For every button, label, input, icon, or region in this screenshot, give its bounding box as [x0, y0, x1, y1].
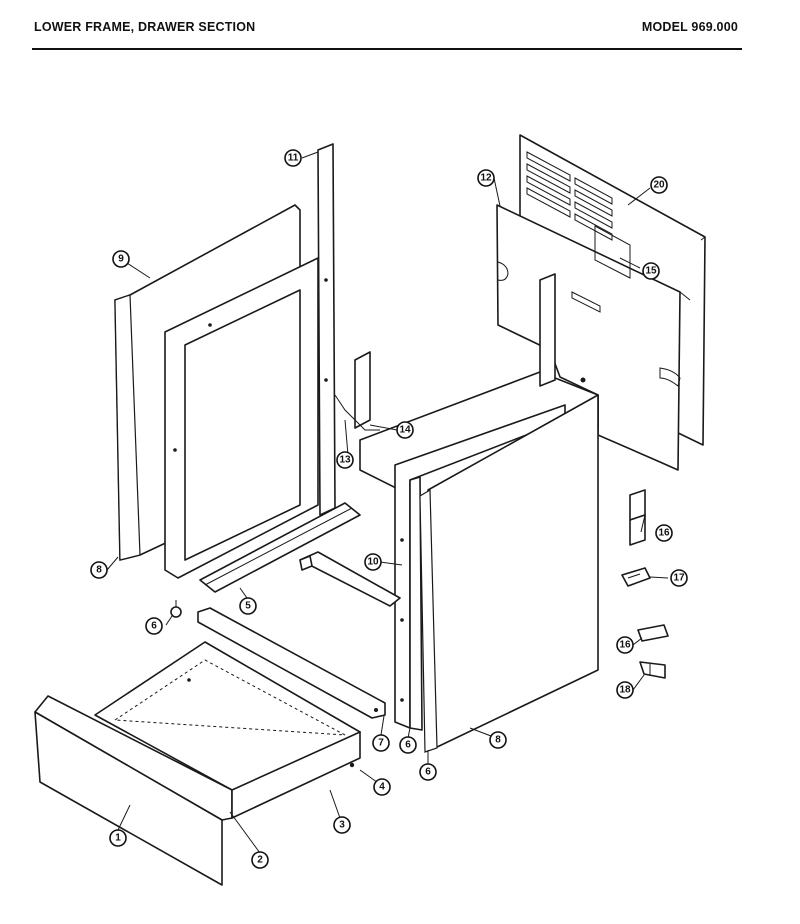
part-left-frame — [164, 143, 336, 579]
callout-4: 4 — [373, 778, 391, 796]
svg-text:6: 6 — [151, 621, 157, 632]
part-bracket-18 — [639, 661, 666, 679]
callout-14: 14 — [396, 421, 414, 439]
svg-text:5: 5 — [245, 601, 251, 612]
svg-text:16: 16 — [658, 528, 670, 539]
svg-text:4: 4 — [379, 782, 385, 793]
page-title: LOWER FRAME, DRAWER SECTION — [34, 20, 256, 34]
svg-text:7: 7 — [378, 738, 384, 749]
svg-text:11: 11 — [288, 153, 299, 164]
callout-8a: 8 — [90, 561, 108, 579]
part-clip-16b — [637, 624, 669, 642]
svg-text:12: 12 — [480, 173, 492, 184]
svg-text:14: 14 — [399, 425, 411, 436]
callout-7: 7 — [372, 734, 390, 752]
svg-text:15: 15 — [645, 266, 657, 277]
callout-16b: 16 — [616, 636, 634, 654]
callout-3: 3 — [333, 816, 351, 834]
callout-17: 17 — [670, 569, 688, 587]
callout-2: 2 — [251, 851, 269, 869]
svg-text:9: 9 — [118, 254, 124, 265]
part-cross-rail — [299, 551, 401, 607]
svg-text:18: 18 — [619, 685, 631, 696]
svg-text:2: 2 — [257, 855, 263, 866]
page-header: LOWER FRAME, DRAWER SECTION MODEL 969.00… — [32, 16, 742, 50]
part-right-frame — [394, 404, 566, 731]
callout-6a: 6 — [145, 617, 163, 635]
part-right-side-panel — [400, 394, 599, 753]
callout-18: 18 — [616, 681, 634, 699]
part-clip-17 — [621, 567, 651, 587]
leader-lines — [106, 151, 669, 854]
callout-11: 11 — [284, 149, 302, 167]
svg-text:20: 20 — [653, 180, 665, 191]
model-number: MODEL 969.000 — [641, 20, 738, 34]
callout-9: 9 — [112, 250, 130, 268]
svg-text:8: 8 — [495, 735, 501, 746]
callout-8b: 8 — [489, 731, 507, 749]
svg-text:13: 13 — [339, 455, 351, 466]
callout-1: 1 — [109, 829, 127, 847]
svg-text:17: 17 — [673, 573, 685, 584]
callout-20: 20 — [650, 176, 668, 194]
svg-text:1: 1 — [115, 833, 121, 844]
svg-text:6: 6 — [425, 767, 431, 778]
callout-15: 15 — [642, 262, 660, 280]
part-front-rail — [197, 607, 386, 719]
callout-16a: 16 — [655, 524, 673, 542]
part-clip-16a — [629, 489, 646, 546]
callout-10: 10 — [364, 553, 382, 571]
callout-6b: 6 — [399, 736, 417, 754]
svg-text:8: 8 — [96, 565, 102, 576]
callout-12: 12 — [477, 169, 495, 187]
callout-13: 13 — [336, 451, 354, 469]
svg-text:16: 16 — [619, 640, 631, 651]
part-drawer-rail — [199, 502, 361, 593]
callout-5: 5 — [239, 597, 257, 615]
svg-text:3: 3 — [339, 820, 345, 831]
callout-6c: 6 — [419, 763, 437, 781]
svg-text:10: 10 — [367, 557, 379, 568]
part-nut-6 — [170, 600, 182, 618]
svg-text:6: 6 — [405, 740, 411, 751]
part-drawer — [34, 641, 361, 886]
